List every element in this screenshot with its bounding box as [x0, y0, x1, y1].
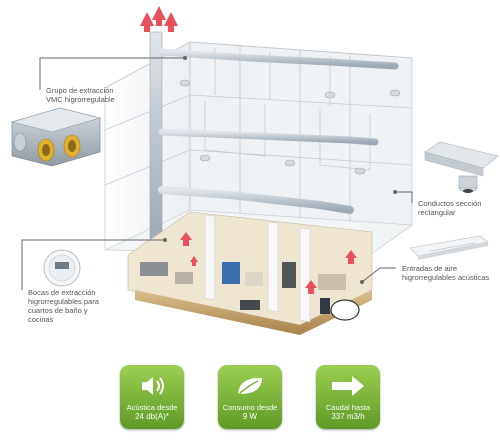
callout-text: Entradas de aire	[402, 264, 458, 273]
callout-text: Grupo de extracción	[46, 86, 114, 95]
badge-value: 337 m3/h	[331, 412, 365, 421]
arrow-right-icon	[332, 376, 364, 396]
badge-value: 24 db(A)*	[135, 412, 169, 421]
ground-floor-interior	[127, 211, 373, 335]
duct-network	[158, 48, 399, 243]
exhaust-arrows	[140, 6, 178, 32]
inlet-arrows	[180, 232, 357, 294]
airflow-badge: Caudal hasta 337 m3/h	[316, 365, 380, 429]
callout-extraction-unit: Grupo de extracción VMC higrorregulable	[46, 86, 156, 104]
extraction-outlet-product	[43, 249, 81, 287]
duct-outlets	[179, 79, 401, 175]
callout-text: higrorregulables para	[28, 297, 99, 306]
rectangular-duct-product	[424, 141, 499, 193]
chimney	[149, 31, 163, 243]
callout-lines	[21, 57, 413, 290]
leaf-icon	[238, 377, 262, 394]
consumption-badge: Consumo desde 9 W	[218, 365, 282, 429]
callout-text: cocinas	[28, 315, 54, 324]
callout-text: cuartos de baño y	[28, 306, 88, 315]
callout-ducts: Conductos sección rectangular	[418, 199, 498, 217]
badge-value: 9 W	[242, 412, 258, 421]
extraction-unit-product	[10, 107, 102, 167]
badge-label: Caudal hasta	[325, 403, 371, 412]
callout-text: higrorregulables acústicas	[402, 273, 490, 282]
acoustics-badge: Acústica desde 24 db(A)*	[120, 365, 184, 429]
callout-text: VMC higrorregulable	[46, 95, 115, 104]
callout-text: rectangular	[418, 208, 456, 217]
badge-label: Consumo desde	[222, 403, 278, 412]
air-inlet-product	[409, 235, 489, 260]
callout-dots	[163, 56, 397, 284]
callout-inlets: Entradas de aire higrorregulables acústi…	[402, 264, 498, 282]
badge-label: Acústica desde	[126, 403, 178, 412]
callout-text: Bocas de extracción	[28, 288, 96, 297]
callout-text: Conductos sección	[418, 199, 482, 208]
callout-outlets: Bocas de extracción higrorregulables par…	[28, 288, 118, 324]
speaker-icon	[142, 377, 164, 395]
